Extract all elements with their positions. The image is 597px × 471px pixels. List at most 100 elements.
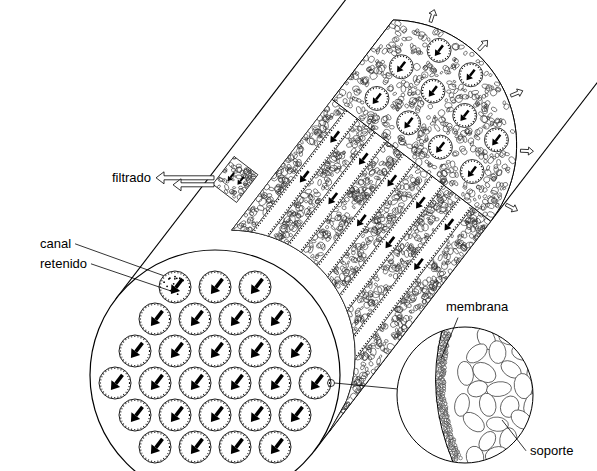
section-face — [447, 71, 451, 74]
section-face — [347, 102, 353, 109]
channel-section — [398, 112, 419, 133]
retentate-particles — [166, 285, 168, 287]
section-face — [448, 83, 457, 90]
support-strip — [375, 366, 380, 370]
section-face — [484, 182, 490, 189]
support-strip — [436, 193, 444, 202]
channel — [121, 401, 150, 430]
support-strip — [252, 221, 256, 225]
support-strip — [385, 162, 391, 166]
channel — [221, 369, 250, 398]
section-face — [476, 184, 483, 190]
channel — [99, 367, 131, 399]
support-strip — [383, 342, 386, 345]
channel — [296, 343, 303, 352]
section-face — [452, 64, 457, 70]
channel-section — [435, 49, 441, 56]
section-face — [391, 105, 396, 110]
section-face — [351, 72, 359, 81]
channel — [131, 348, 140, 358]
section-face — [500, 183, 504, 187]
section-face — [466, 188, 474, 195]
section-face — [494, 167, 499, 173]
support-strip — [392, 207, 396, 212]
support-strip — [334, 265, 338, 269]
section-face — [483, 153, 489, 160]
section-face — [471, 90, 479, 95]
support-strip — [416, 178, 420, 183]
support-strip — [357, 125, 363, 131]
permeate-window — [213, 156, 258, 202]
section-face — [472, 95, 476, 100]
support-strip — [256, 196, 263, 202]
support-strip — [312, 203, 316, 207]
channel — [156, 375, 163, 384]
support-strip — [408, 181, 416, 188]
channel-section — [389, 55, 413, 79]
section-face — [394, 19, 402, 27]
support-strip — [386, 215, 392, 221]
support-strip — [404, 250, 409, 258]
channel-section — [460, 160, 484, 184]
support-strip — [354, 141, 358, 145]
support-strip — [298, 146, 303, 154]
section-face — [484, 168, 492, 177]
section-face — [469, 190, 475, 197]
support-strip — [405, 320, 413, 328]
channel — [279, 335, 311, 367]
section-face — [483, 176, 491, 183]
support-strip — [445, 261, 451, 265]
support-strip — [444, 247, 450, 252]
section-face — [452, 57, 457, 62]
support-strip — [465, 217, 471, 223]
support-strip — [352, 375, 358, 382]
section-face — [352, 97, 359, 102]
channel — [141, 433, 170, 462]
channel-section — [400, 62, 405, 68]
support-strip — [465, 210, 473, 218]
support-strip — [368, 169, 376, 178]
support-strip — [437, 271, 445, 278]
support-strip — [457, 257, 464, 262]
support-strip — [394, 264, 401, 273]
section-face — [476, 59, 480, 63]
support-strip — [268, 187, 274, 192]
section-face — [407, 92, 412, 96]
support-strip — [330, 218, 335, 222]
support-strip — [324, 230, 328, 235]
support-strip — [335, 200, 342, 208]
support-strip — [337, 166, 342, 170]
channel — [276, 439, 283, 448]
section-face — [427, 63, 432, 69]
section-face — [477, 97, 483, 105]
section-face — [484, 100, 491, 107]
support-strip — [314, 260, 319, 264]
permeate-window — [240, 193, 243, 197]
section-face — [383, 136, 390, 143]
support-strip — [346, 397, 350, 400]
channel-section — [436, 146, 442, 153]
support-strip — [446, 239, 449, 243]
support-strip — [389, 274, 392, 277]
section-face — [488, 117, 495, 123]
support-strip — [407, 292, 411, 297]
section-face — [463, 89, 467, 93]
support-strip — [295, 145, 305, 155]
section-face — [457, 45, 465, 50]
channel — [239, 399, 271, 431]
support-strip — [323, 105, 330, 112]
support-strip — [383, 203, 390, 209]
support-strip — [309, 132, 314, 138]
permeate-window — [219, 178, 225, 183]
support-strip — [389, 320, 398, 329]
support-strip — [443, 189, 450, 196]
support-strip — [386, 342, 396, 351]
section-face — [434, 117, 438, 121]
support-strip — [304, 189, 312, 195]
support-strip — [312, 240, 316, 243]
channel — [259, 431, 291, 463]
section-face — [358, 58, 366, 66]
support-strip — [384, 252, 395, 263]
channel-groove — [414, 263, 421, 270]
